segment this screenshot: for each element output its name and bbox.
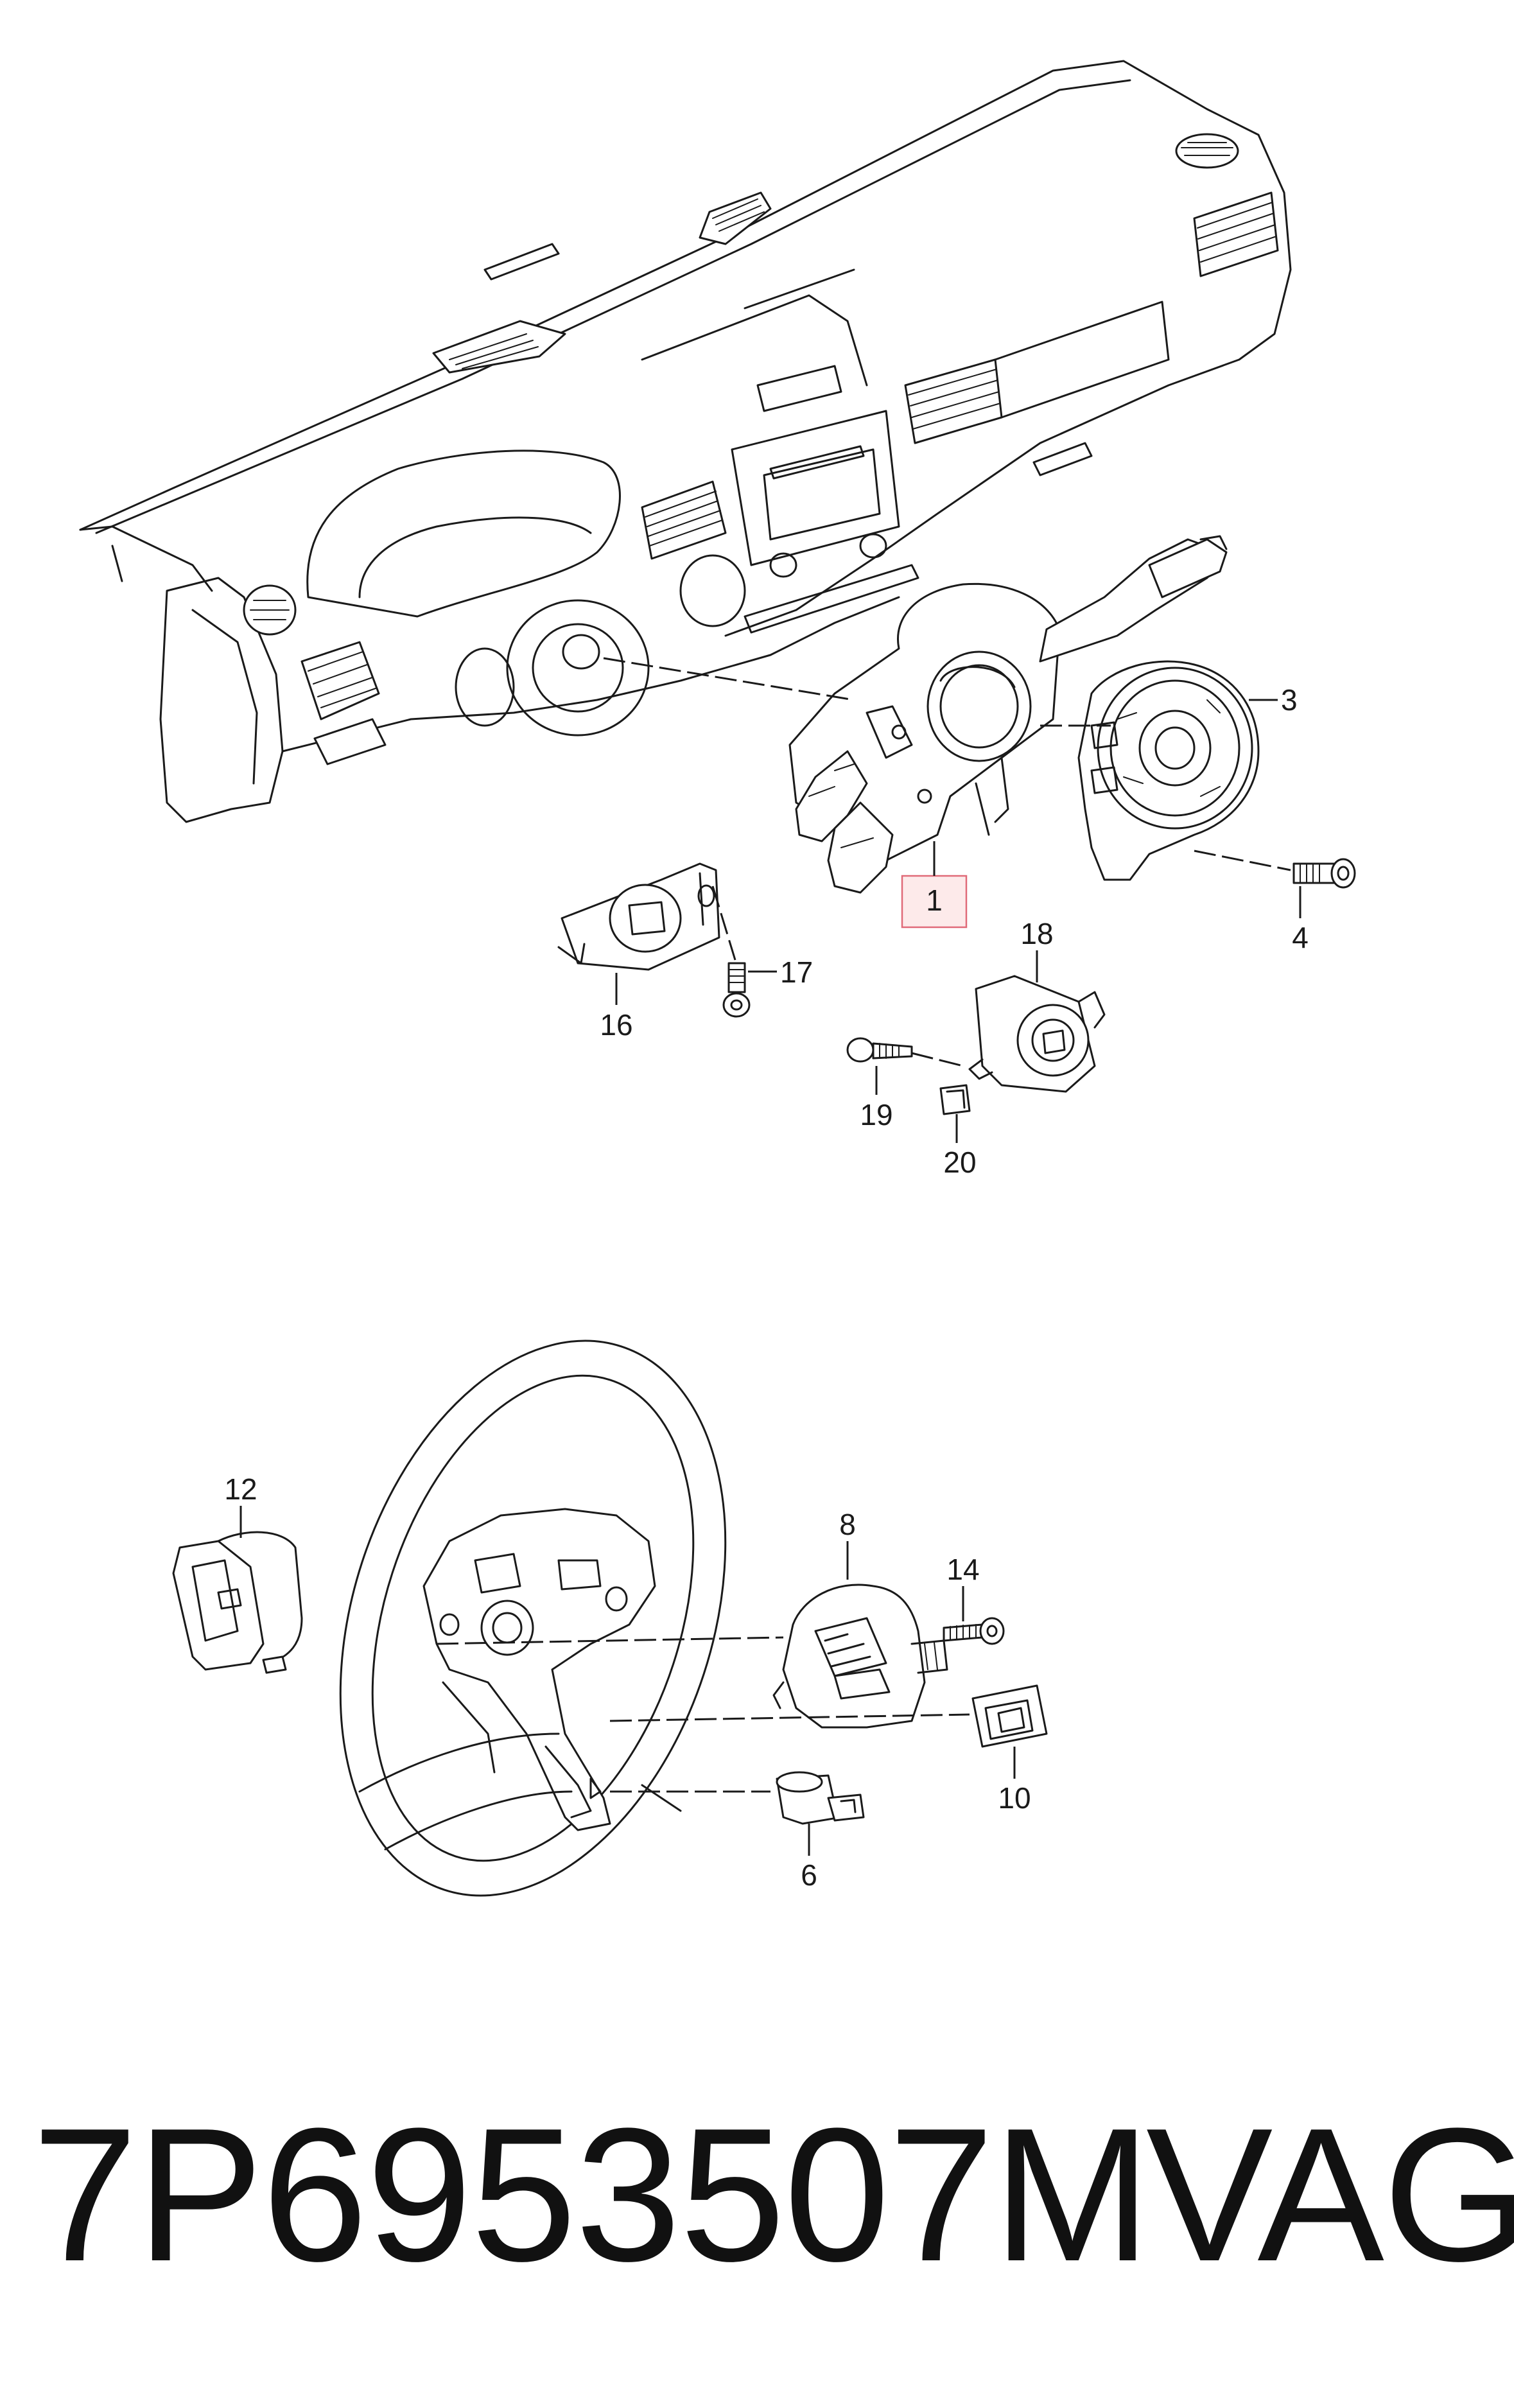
part-number: 7P6953507M: [32, 2088, 1151, 2301]
callout-18: 18: [1020, 917, 1053, 950]
steering-wheel-drawing: [339, 1339, 727, 1897]
callout-12: 12: [224, 1472, 257, 1506]
screw-part-19: [846, 1037, 913, 1063]
screw-part-17: [722, 962, 751, 1018]
dashboard-drawing: [79, 60, 1292, 823]
callout-10: 10: [998, 1781, 1031, 1815]
brand-label: VAG: [1146, 2088, 1514, 2301]
bolt-part-4: [1292, 858, 1356, 889]
switch-part-18: [968, 975, 1106, 1093]
switch-part-10: [971, 1684, 1048, 1748]
wiring-part-12: [172, 1531, 303, 1674]
callout-3: 3: [1281, 683, 1298, 717]
callout-6: 6: [801, 1858, 817, 1892]
connector-part-6: [776, 1771, 865, 1825]
callout-17: 17: [780, 955, 813, 989]
callout-20: 20: [943, 1146, 976, 1179]
screw-part-14: [943, 1617, 1005, 1645]
callout-4: 4: [1292, 921, 1309, 954]
callout-14: 14: [946, 1553, 979, 1586]
callout-8: 8: [839, 1508, 856, 1541]
callout-16: 16: [600, 1008, 632, 1042]
bracket-part-16: [557, 862, 720, 971]
clock-spring-part: [1077, 660, 1260, 881]
combination-switch-part: [788, 535, 1228, 894]
callout-19: 19: [860, 1098, 892, 1131]
switch-panel-part-8: [772, 1584, 948, 1729]
clip-part-20: [939, 1084, 971, 1115]
callout-1: 1: [926, 884, 943, 917]
